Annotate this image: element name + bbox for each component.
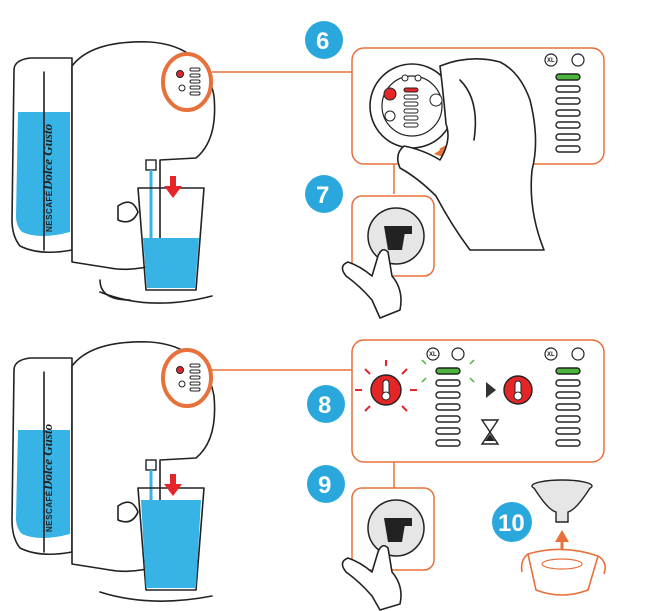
xl-icon — [544, 53, 558, 67]
thermometer-blinking-icon — [355, 360, 417, 412]
xl-label-step8-right: XL — [547, 352, 555, 358]
step7-number: 7 — [316, 182, 329, 209]
step7-badge — [305, 175, 343, 213]
step6-number: 6 — [316, 28, 329, 55]
control-ring — [161, 52, 213, 112]
capsule-icon — [531, 479, 593, 523]
xl-label-step8-left: XL — [429, 352, 437, 358]
step8-badge — [307, 385, 345, 423]
brew-cup-icon — [384, 226, 406, 250]
remove-arrow-icon — [555, 530, 569, 542]
coffee-machine-top: NESCAFÉ Dolce Gusto — [11, 41, 216, 304]
cold-icon — [384, 110, 396, 122]
water-tank-water — [16, 112, 70, 236]
brew-cup-icon-step9 — [384, 518, 406, 542]
next-arrow-icon — [486, 382, 496, 398]
step6-badge — [305, 21, 343, 59]
blinking-green-led — [435, 367, 461, 375]
brand-nescafe: NESCAFÉ — [45, 190, 54, 232]
brand-dolce-gusto: Dolce Gusto — [40, 123, 55, 191]
finger-press — [341, 248, 402, 319]
step9-badge — [307, 465, 345, 503]
step9-number: 9 — [318, 472, 331, 499]
hourglass-icon — [480, 419, 500, 445]
hand-turning — [396, 58, 545, 251]
xl-label: XL — [547, 58, 555, 64]
coffee-machine-bottom: NESCAFÉ Dolce Gusto — [11, 341, 216, 602]
finger-press-step9 — [341, 544, 402, 611]
thermometer-icon — [383, 87, 397, 101]
step8-number: 8 — [318, 392, 331, 419]
cup-icon — [429, 93, 443, 107]
step10-badge — [492, 502, 532, 542]
step8-panel — [351, 339, 605, 463]
step9-panel — [351, 487, 435, 571]
thermometer-steady-icon — [503, 375, 533, 405]
cold-drink-icon — [571, 53, 585, 67]
brand-nescafe-bottom: NESCAFÉ — [45, 490, 54, 532]
brand-dolce-gusto-bottom: Dolce Gusto — [40, 423, 55, 491]
capsule-holder — [527, 548, 599, 596]
water-tank-water-bottom — [16, 430, 70, 538]
step10-number: 10 — [498, 510, 525, 537]
